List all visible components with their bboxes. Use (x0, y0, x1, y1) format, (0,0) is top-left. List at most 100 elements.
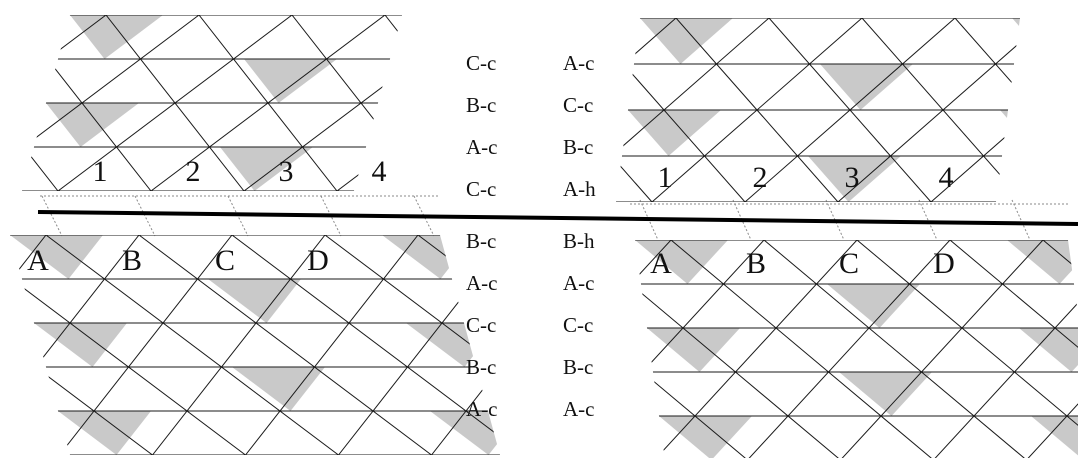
diag-line (0, 18, 1, 202)
lattice-cells (22, 15, 1078, 191)
shaded-cell (34, 323, 127, 367)
dotted-link (227, 195, 249, 237)
right-upper-label-2: 2 (752, 161, 768, 194)
diag-line (478, 15, 616, 191)
dotted-link (413, 195, 435, 237)
left-upper-label-4: 4 (371, 155, 387, 188)
shaded-cell (604, 367, 697, 411)
left-lower-label-C: C (214, 244, 236, 277)
diag-line (840, 240, 1044, 458)
shaded-cell (382, 235, 475, 279)
diag-line (837, 18, 1020, 202)
stacking-left-6: C-c (466, 313, 497, 337)
right-lower-label-D: D (933, 247, 955, 280)
diag-line (635, 240, 841, 458)
stacking-left-2: A-c (466, 135, 498, 159)
left-lower-label-D: D (307, 244, 329, 277)
right-upper-label-1: 1 (657, 161, 673, 194)
right-upper-lattice (0, 18, 1078, 202)
stacking-left-8: A-c (466, 397, 498, 421)
shaded-cell (208, 279, 301, 323)
diag-line (670, 240, 934, 458)
stacking-right-8: A-c (563, 397, 595, 421)
shaded-cell (820, 64, 913, 110)
diag-line (651, 18, 863, 202)
shaded-cell (10, 235, 103, 279)
stacking-right-4: B-h (563, 229, 595, 253)
left-upper-lattice (22, 15, 1078, 191)
shaded-cell (244, 59, 337, 103)
shaded-cell (635, 240, 728, 284)
right-upper-label-4: 4 (938, 161, 954, 194)
shaded-cell (1012, 18, 1020, 64)
lattice-cells (0, 18, 1078, 202)
stacking-right-6: C-c (563, 313, 594, 337)
interface-divider (37, 210, 1078, 226)
diag-line (59, 235, 233, 455)
shaded-cell (220, 147, 313, 191)
diag-line (895, 15, 1078, 191)
diag-line (10, 235, 246, 455)
diag-line (635, 240, 765, 458)
diag-line (45, 235, 339, 455)
diag-line (747, 240, 951, 458)
right-lower-lattice (0, 240, 1078, 458)
diag-line (949, 240, 1078, 458)
diag-line (930, 18, 1020, 202)
diag-line (943, 15, 1078, 191)
stacking-right-2: B-c (563, 135, 594, 159)
stacking-right-1: C-c (563, 93, 594, 117)
diag-line (20, 240, 283, 458)
stacking-left-1: B-c (466, 93, 497, 117)
diag-line (243, 15, 402, 191)
shaded-cell (616, 59, 709, 103)
shaded-cell (46, 103, 139, 147)
diag-line (954, 18, 1020, 202)
shaded-cell (640, 18, 733, 64)
dotted-link (1011, 199, 1031, 241)
diag-line (933, 240, 1078, 458)
diag-line (635, 240, 748, 458)
diag-line (22, 15, 200, 191)
stacking-left-3: C-c (466, 177, 497, 201)
diag-line (1048, 18, 1078, 202)
dotted-link (918, 199, 938, 241)
diag-line (616, 18, 677, 202)
diag-line (1036, 15, 1078, 191)
shaded-cell (1000, 110, 1020, 156)
shaded-cell (1019, 328, 1078, 372)
shaded-cell (827, 284, 920, 328)
diag-line (431, 235, 500, 455)
diag-line (138, 235, 432, 455)
left-upper-label-2: 2 (185, 155, 201, 188)
diag-line (616, 18, 653, 202)
stacking-left-0: C-c (466, 51, 497, 75)
diag-line (57, 15, 293, 191)
diag-line (113, 240, 376, 458)
diag-line (0, 240, 4, 458)
stacking-right-7: B-c (563, 355, 594, 379)
left-lower-lattice (10, 235, 697, 455)
diag-line (152, 235, 326, 455)
diag-line (0, 240, 20, 458)
diag-line (1026, 240, 1078, 458)
diag-line (1024, 18, 1078, 202)
shaded-cell (58, 411, 151, 455)
shaded-cell (70, 15, 163, 59)
diag-line (231, 235, 500, 455)
stacking-left-5: A-c (466, 271, 498, 295)
lattice-cells (10, 235, 697, 455)
left-lower-label-A: A (27, 244, 49, 277)
diag-line (10, 235, 153, 455)
shaded-cell (1031, 416, 1078, 458)
dotted-link (320, 195, 342, 237)
right-lower-label-C: C (838, 247, 860, 280)
stacking-right-0: A-c (563, 51, 595, 75)
stacking-right-5: A-c (563, 271, 595, 295)
right-upper-label-3: 3 (844, 161, 860, 194)
shaded-cell (647, 328, 740, 372)
diag-line (206, 240, 469, 458)
shaded-cell (839, 372, 932, 416)
